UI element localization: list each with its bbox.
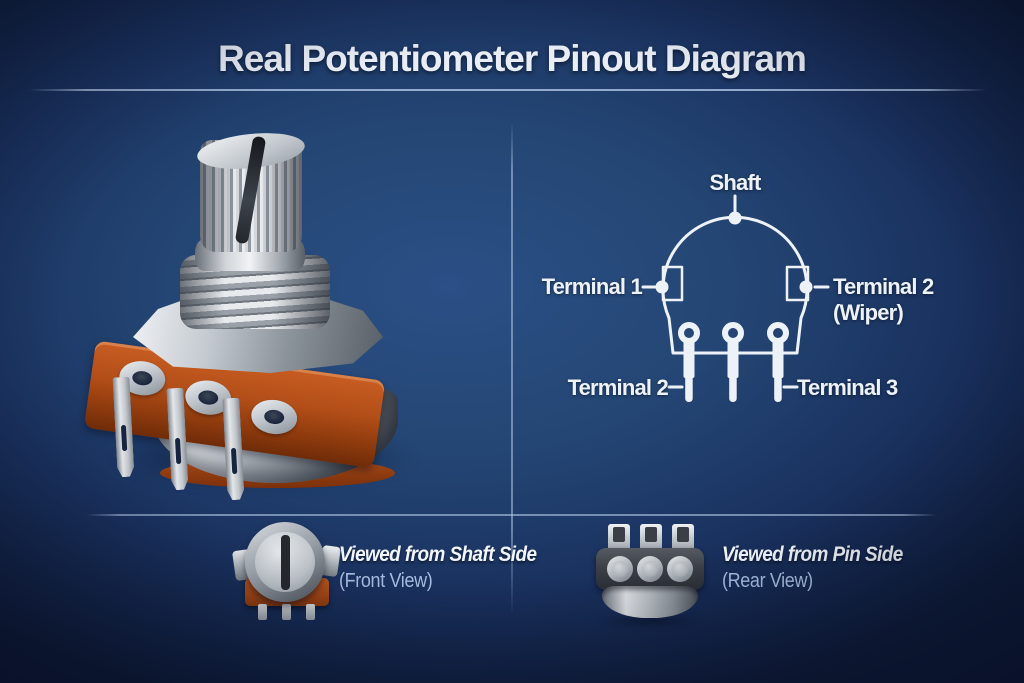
front-icon-leg [258, 604, 267, 620]
terminal-3-label: Terminal 3 [797, 375, 898, 400]
terminal-2-wiper-line1: Terminal 2 [833, 274, 934, 299]
rear-view-caption-subtitle: (Rear View) [722, 570, 813, 592]
title-divider [28, 89, 987, 91]
rear-icon-rivet [607, 556, 633, 582]
front-icon-slot [281, 535, 290, 590]
rear-icon-rivet [667, 556, 693, 582]
rear-view-icon [596, 520, 708, 628]
pin2-leg [729, 372, 737, 402]
terminal1-dot [655, 280, 669, 294]
pin3-leg [774, 372, 782, 402]
shaft-dot [728, 211, 742, 225]
shaft-label: Shaft [709, 170, 761, 195]
bottom-divider [86, 514, 937, 516]
terminal2-wiper-dot [799, 280, 813, 294]
front-view-icon [231, 520, 341, 624]
rear-view-caption-title: Viewed from Pin Side [722, 543, 903, 566]
pin1-ring [678, 322, 700, 344]
front-view-caption-subtitle: (Front View) [339, 570, 433, 592]
rear-icon-rivet [637, 556, 663, 582]
terminal-1-label: Terminal 1 [541, 274, 643, 299]
pin1-leg [685, 372, 693, 402]
terminal-2-wiper-label: Terminal 2 (Wiper) [833, 274, 934, 326]
pin3-ring [767, 322, 789, 344]
page-title: Real Potentiometer Pinout Diagram [218, 38, 807, 79]
terminal-2-label: Terminal 2 [567, 375, 669, 400]
terminal-2-wiper-line2: (Wiper) [833, 300, 904, 325]
rear-view-caption: Viewed from Pin Side (Rear View) [722, 543, 923, 593]
front-icon-leg [282, 604, 291, 620]
pin2-ring [722, 322, 744, 344]
potentiometer-3d-icon [83, 128, 455, 500]
rear-icon-bushing [602, 586, 698, 618]
front-view-caption: Viewed from Shaft Side (Front View) [339, 543, 558, 593]
front-icon-leg [306, 604, 315, 620]
front-view-caption-title: Viewed from Shaft Side [339, 543, 537, 566]
center-divider [511, 122, 513, 616]
pot-eyelet [249, 396, 300, 437]
